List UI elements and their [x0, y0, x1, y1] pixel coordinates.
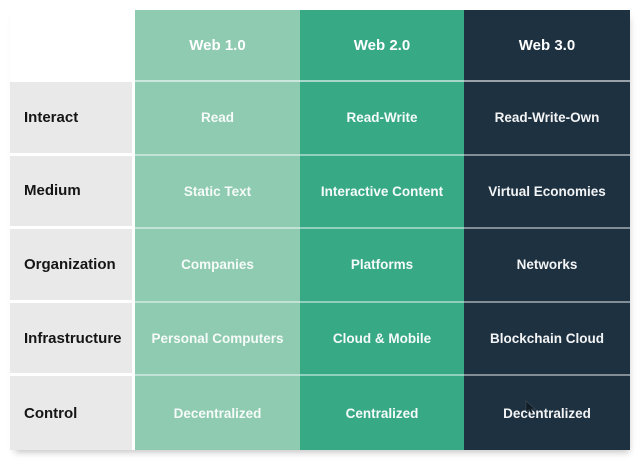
column-header-web2: Web 2.0 — [300, 10, 464, 82]
cell-control-web3: Decentralized — [464, 376, 630, 450]
cell-control-web2: Centralized — [300, 376, 464, 450]
cell-organization-web2: Platforms — [300, 229, 464, 303]
web-comparison-table: Web 1.0 Web 2.0 Web 3.0 Interact Read Re… — [10, 10, 630, 450]
cell-infrastructure-web1: Personal Computers — [135, 302, 300, 377]
cell-interact-web1: Read — [135, 82, 300, 156]
cell-organization-web1: Companies — [135, 229, 300, 303]
cell-infrastructure-web2: Cloud & Mobile — [300, 302, 464, 377]
cell-medium-web3: Virtual Economies — [464, 155, 630, 230]
cell-interact-web3: Read-Write-Own — [464, 82, 630, 156]
cell-infrastructure-web3: Blockchain Cloud — [464, 302, 630, 377]
row-label-organization: Organization — [10, 229, 135, 303]
column-header-web3: Web 3.0 — [464, 10, 630, 82]
cell-control-web1: Decentralized — [135, 376, 300, 450]
cell-medium-web1: Static Text — [135, 155, 300, 230]
cell-medium-web2: Interactive Content — [300, 155, 464, 230]
column-header-web1: Web 1.0 — [135, 10, 300, 82]
row-label-control: Control — [10, 376, 135, 450]
row-label-infrastructure: Infrastructure — [10, 302, 135, 377]
cell-interact-web2: Read-Write — [300, 82, 464, 156]
row-label-medium: Medium — [10, 155, 135, 230]
table-corner-spacer — [10, 10, 135, 82]
cell-organization-web3: Networks — [464, 229, 630, 303]
row-label-interact: Interact — [10, 82, 135, 156]
